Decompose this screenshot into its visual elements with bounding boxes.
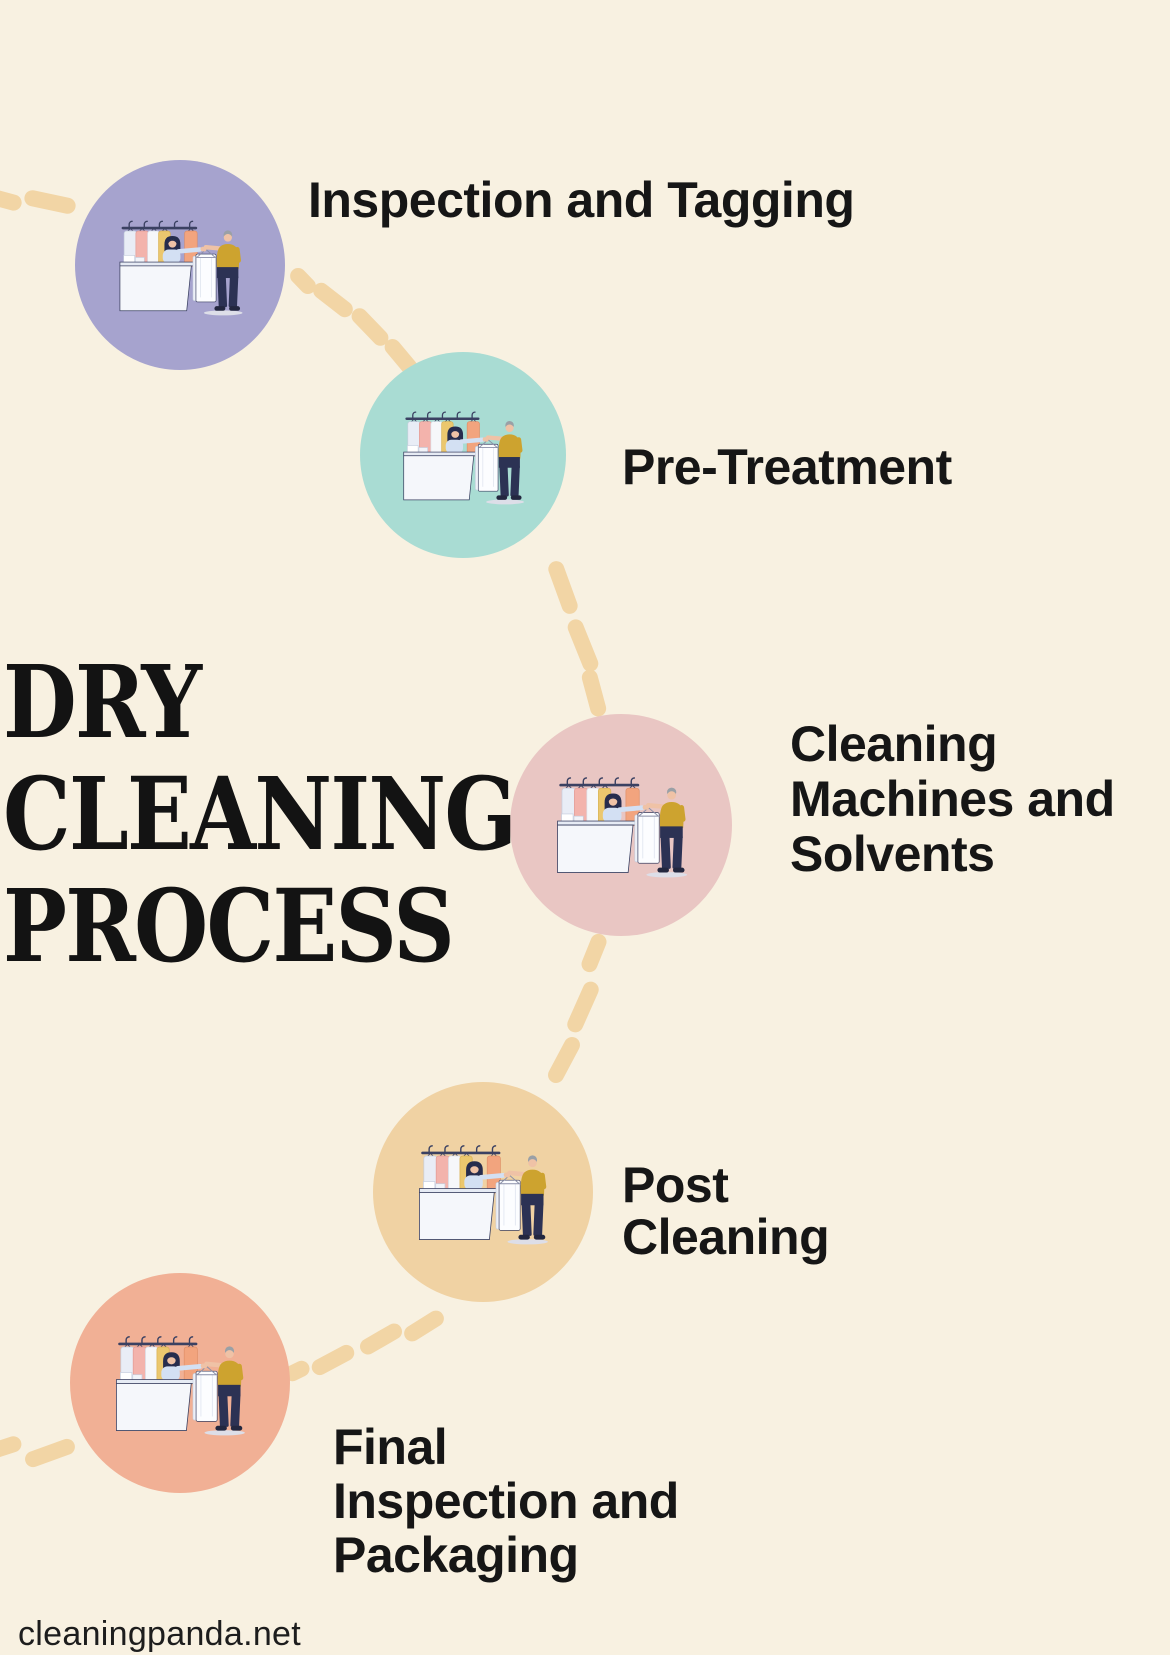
path-dash	[22, 1436, 78, 1470]
path-dash	[546, 558, 580, 617]
path-dash	[0, 187, 24, 213]
step-circle-final-inspection-and-packaging	[70, 1273, 290, 1493]
dry-cleaner-counter-illustration	[418, 1145, 549, 1246]
step-circle-pre-treatment	[360, 352, 566, 558]
step-label-post-cleaning: Post Cleaning	[622, 1157, 830, 1265]
path-dash	[308, 1342, 358, 1378]
step-label-cleaning-machines-and-solvents: Cleaning Machines and Solvents	[790, 716, 1115, 882]
step-circle-inspection-and-tagging	[75, 160, 285, 370]
page-title: DRY CLEANING PROCESS	[3, 646, 606, 982]
website-url: cleaningpanda.net	[18, 1615, 302, 1653]
step-label-pre-treatment: Pre-Treatment	[622, 439, 952, 495]
path-dash	[22, 188, 78, 216]
step-circle-post-cleaning	[373, 1082, 593, 1302]
dry-cleaner-counter-illustration	[403, 411, 525, 505]
path-dash	[564, 979, 602, 1035]
path-dash	[401, 1307, 447, 1345]
step-label-inspection-and-tagging: Inspection and Tagging	[308, 172, 855, 228]
step-label-final-inspection-and-packaging: Final Inspection and Packaging	[333, 1419, 679, 1583]
dry-cleaner-counter-illustration	[115, 1336, 246, 1437]
path-dash	[309, 279, 357, 321]
dry-cleaner-counter-illustration	[118, 220, 243, 316]
page-title-line: PROCESS	[3, 867, 455, 985]
step-circle-cleaning-machines-and-solvents	[510, 714, 732, 936]
path-dash	[0, 1434, 24, 1462]
page-title-line: DRY	[3, 643, 202, 761]
page-title-line: CLEANING	[3, 755, 517, 873]
path-dash	[545, 1034, 583, 1086]
path-dash	[357, 1320, 405, 1358]
